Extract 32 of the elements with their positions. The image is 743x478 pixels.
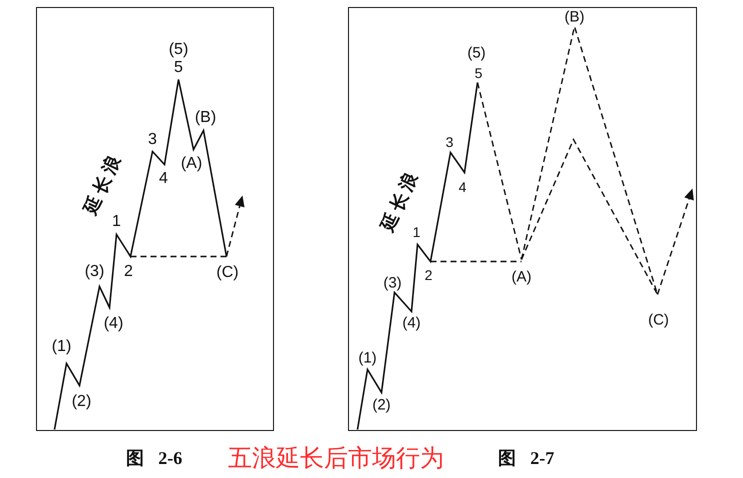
wave-label: (C)	[648, 312, 669, 327]
wave-label: (3)	[383, 275, 402, 290]
wave-label: 1	[112, 214, 121, 230]
chart-frame	[36, 7, 274, 431]
wave-label: (4)	[104, 316, 124, 332]
annotation-text: 延长浪	[80, 148, 125, 216]
wave-label: (C)	[216, 264, 239, 280]
wave-label: (4)	[402, 315, 421, 330]
figure-number: 图 2-6	[126, 449, 182, 467]
wave-label: 2	[424, 268, 432, 282]
wave-label: (B)	[564, 9, 584, 24]
wave-label: 5	[174, 60, 183, 76]
wave-label: 1	[412, 224, 420, 238]
wave-label: (1)	[358, 350, 377, 365]
wave-label: 2	[124, 264, 133, 280]
wave-label: (2)	[372, 397, 391, 412]
wave-label: (B)	[194, 110, 216, 126]
wave-label: (2)	[72, 394, 92, 410]
wave-label: (5)	[467, 45, 486, 60]
wave-label: 3	[446, 134, 454, 148]
chart-frame	[348, 7, 697, 431]
figure-number: 图 2-7	[498, 449, 554, 467]
wave-label: (1)	[52, 338, 72, 354]
wave-label: (3)	[84, 264, 104, 280]
wave-label: 5	[474, 66, 482, 80]
wave-label: 4	[458, 180, 466, 194]
wave-label: (A)	[512, 269, 532, 284]
wave-label: (A)	[180, 156, 202, 172]
wave-label: (5)	[168, 42, 188, 58]
figure-caption: 五浪延长后市场行为	[228, 446, 444, 470]
wave-label: 4	[159, 170, 168, 186]
wave-label: 3	[148, 132, 157, 148]
